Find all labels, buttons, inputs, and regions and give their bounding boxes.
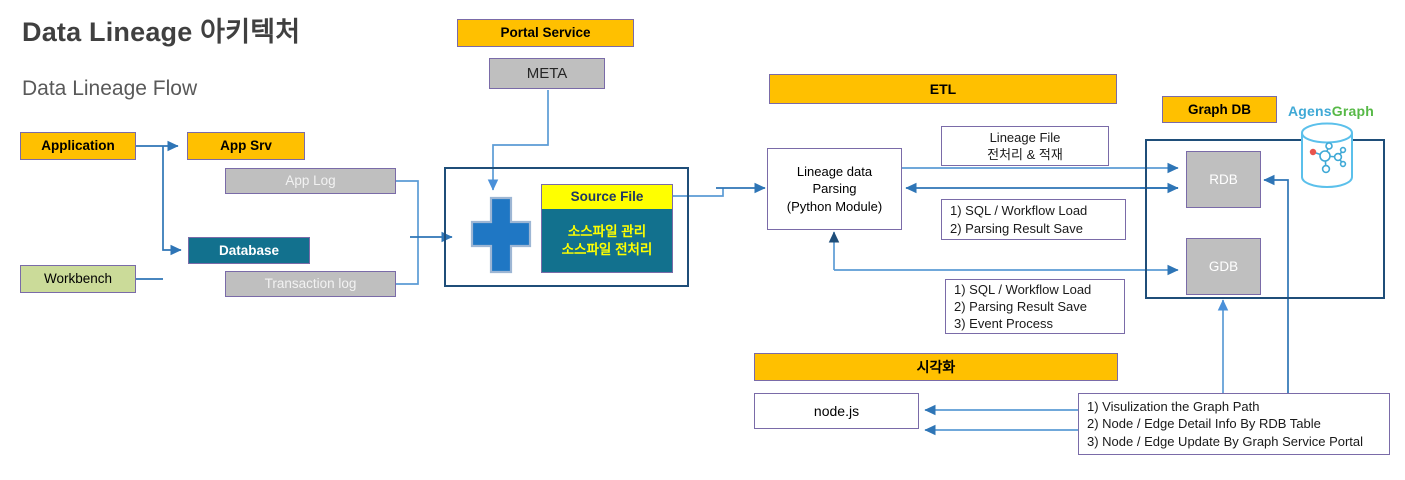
agensgraph-wordmark-agens: Agens: [1288, 103, 1332, 119]
node-transaction-log[interactable]: Transaction log: [225, 271, 396, 297]
graphdb-frame: [1145, 139, 1385, 299]
header-etl: ETL: [769, 74, 1117, 104]
node-application[interactable]: Application: [20, 132, 136, 160]
note-sql-workflow-1: 1) SQL / Workflow Load 2) Parsing Result…: [941, 199, 1126, 240]
node-database[interactable]: Database: [188, 237, 310, 264]
note-lineage-file: Lineage File 전처리 & 적재: [941, 126, 1109, 166]
note-visualization: 1) Visulization the Graph Path 2) Node /…: [1078, 393, 1390, 455]
node-app-srv[interactable]: App Srv: [187, 132, 305, 160]
page-title: Data Lineage 아키텍처: [22, 17, 301, 47]
node-app-log[interactable]: App Log: [225, 168, 396, 194]
node-gdb[interactable]: GDB: [1186, 238, 1261, 295]
agensgraph-wordmark: AgensGraph: [1288, 103, 1374, 119]
node-portal-service[interactable]: Portal Service: [457, 19, 634, 47]
node-source-file-body: 소스파일 관리 소스파일 전처리: [541, 209, 673, 273]
node-nodejs[interactable]: node.js: [754, 393, 919, 429]
node-source-file-header[interactable]: Source File: [541, 184, 673, 209]
header-visualization: 시각화: [754, 353, 1118, 381]
plus-icon: [470, 196, 532, 274]
agensgraph-wordmark-graph: Graph: [1331, 103, 1375, 119]
node-meta[interactable]: META: [489, 58, 605, 89]
node-lineage-parsing[interactable]: Lineage data Parsing (Python Module): [767, 148, 902, 230]
node-rdb[interactable]: RDB: [1186, 151, 1261, 208]
agensgraph-database-icon: [1298, 122, 1356, 190]
section-subtitle: Data Lineage Flow: [22, 77, 198, 100]
node-workbench[interactable]: Workbench: [20, 265, 136, 293]
header-graph-db: Graph DB: [1162, 96, 1277, 123]
collector-frame: [444, 167, 689, 287]
note-sql-workflow-2: 1) SQL / Workflow Load 2) Parsing Result…: [945, 279, 1125, 334]
